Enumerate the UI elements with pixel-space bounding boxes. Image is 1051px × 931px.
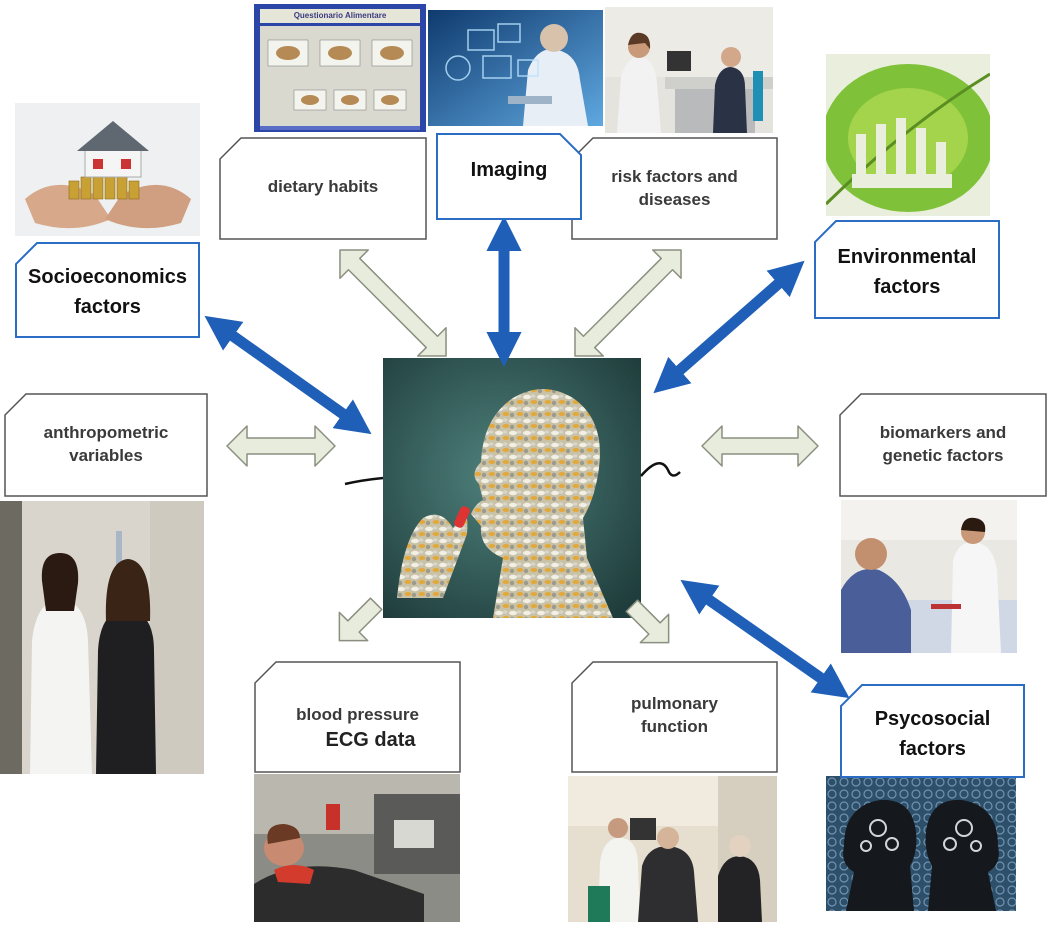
arrow-pulmonary [625, 599, 670, 644]
imaging-label: Imaging [470, 159, 548, 181]
socioeconomics-label-line1: Socioeconomics [28, 266, 187, 288]
environmental-label-line2: factors [873, 276, 941, 298]
box-blood-pressure: blood pressure ECG data [254, 661, 461, 773]
left-connector-curve [344, 476, 384, 486]
box-dietary-habits: dietary habits [219, 137, 427, 240]
box-anthropometric: anthropometric variables [4, 393, 208, 497]
gears-heads-photo [826, 776, 1016, 911]
psycosocial-label-line2: factors [899, 738, 966, 760]
pill-covered-head-image [383, 358, 641, 618]
questionnaire-title: Questionario Alimentare [293, 11, 387, 20]
pulmonary-label-line1: pulmonary [631, 694, 718, 713]
factory-leaf-photo [826, 54, 990, 216]
socioeconomics-label-line2: factors [74, 296, 141, 318]
box-psycosocial: Psycosocial factors [840, 684, 1025, 778]
box-socioeconomics: Socioeconomics factors [15, 242, 200, 338]
blood-sample-photo [841, 500, 1017, 653]
house-coins-hands-photo [15, 103, 200, 236]
arrow-risk [574, 249, 682, 357]
arrow-biomarkers [701, 425, 819, 467]
arrow-environmental [653, 260, 805, 394]
anthropometric-label-line2: variables [69, 446, 143, 465]
spirometry-exam-photo [568, 776, 777, 922]
dietary-habits-label: dietary habits [267, 177, 379, 196]
psycosocial-label-line1: Psycosocial [874, 708, 991, 730]
questionnaire-photo: Questionario Alimentare [254, 4, 426, 132]
biomarkers-label-line2: genetic factors [882, 446, 1004, 465]
ecg-exam-photo [254, 774, 460, 922]
anthropometric-label-line1: anthropometric [43, 423, 169, 442]
arrow-psycosocial [680, 579, 850, 699]
digital-imaging-photo [428, 10, 603, 126]
box-pulmonary: pulmonary function [571, 661, 778, 773]
box-environmental: Environmental factors [814, 220, 1000, 319]
right-connector-curve [640, 462, 681, 477]
ecg-data-label: ECG data [325, 729, 416, 751]
height-measurement-photo [0, 501, 204, 774]
arrow-blood-pressure [338, 597, 383, 642]
risk-factors-label-line2: diseases [638, 190, 711, 209]
box-imaging: Imaging [436, 133, 582, 220]
arrow-socioeconomics [204, 315, 372, 435]
arrow-anthropometric [226, 425, 336, 467]
box-biomarkers: biomarkers and genetic factors [839, 393, 1047, 497]
blood-pressure-label: blood pressure [296, 705, 419, 724]
environmental-label-line1: Environmental [837, 246, 977, 268]
arrow-dietary [339, 249, 447, 357]
box-risk-factors: risk factors and diseases [571, 137, 778, 240]
risk-factors-label-line1: risk factors and [611, 167, 738, 186]
doctor-interview-photo [605, 7, 773, 133]
biomarkers-label-line1: biomarkers and [879, 423, 1007, 442]
pulmonary-label-line2: function [640, 717, 709, 736]
